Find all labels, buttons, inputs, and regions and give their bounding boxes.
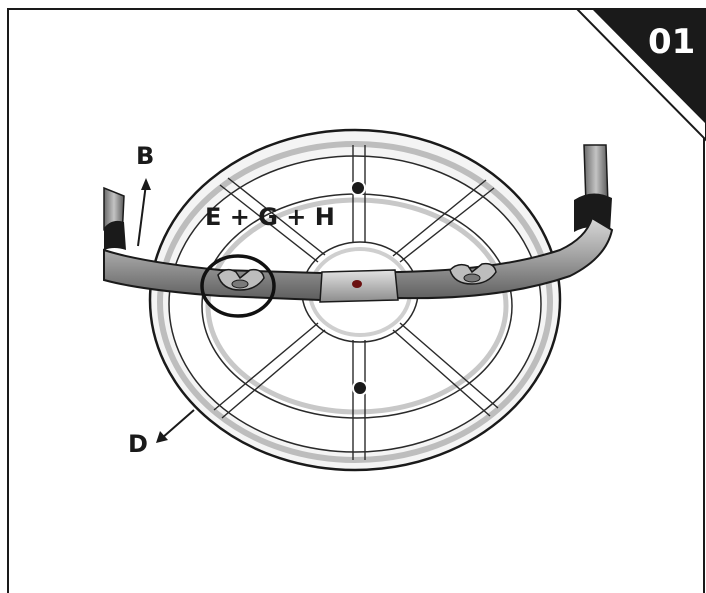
arrow-down-left-icon (156, 409, 195, 443)
highlight-circle-icon (200, 254, 276, 318)
part-label-egh: E + G + H (205, 203, 335, 231)
wing-knob-left (217, 268, 265, 291)
right-upright-tube (574, 144, 612, 232)
part-label-d: D (128, 430, 148, 458)
arrow-up-icon (137, 178, 151, 247)
wing-knob-right (449, 262, 497, 285)
step-badge (574, 8, 706, 142)
step-number: 01 (648, 22, 696, 62)
left-upright-tube (103, 186, 126, 250)
part-label-b: B (136, 142, 155, 170)
